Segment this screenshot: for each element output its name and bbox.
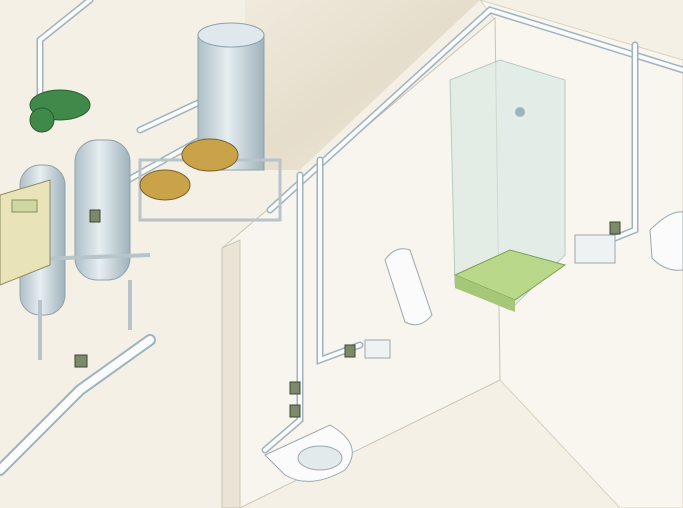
back-wall <box>245 0 480 170</box>
shower-icon <box>449 59 567 312</box>
valve-icon <box>74 209 621 418</box>
control-panel-icon <box>0 179 51 286</box>
motor-icon <box>139 138 239 201</box>
pump-icon <box>29 89 91 133</box>
urinal-icon <box>364 248 433 359</box>
sink-icon <box>574 211 683 271</box>
toilet-icon <box>264 424 353 482</box>
